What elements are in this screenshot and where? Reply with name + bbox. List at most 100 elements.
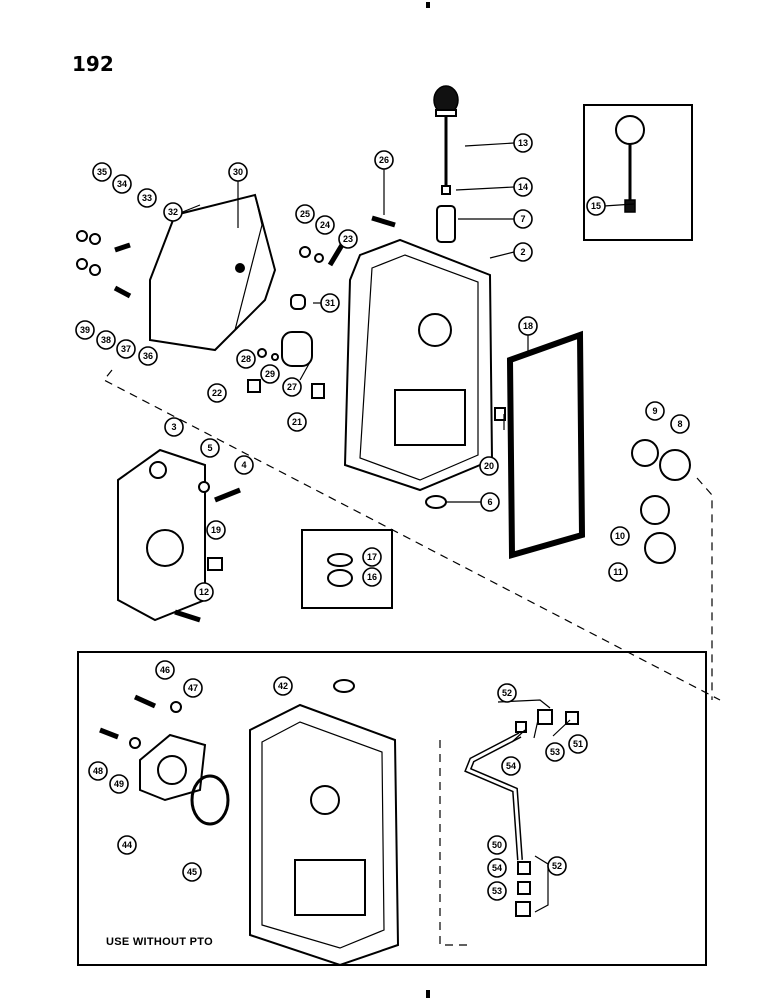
svg-text:50: 50: [492, 840, 502, 850]
bottom-mark: [426, 990, 430, 998]
callout-7: 7: [513, 209, 533, 229]
inset-caption: USE WITHOUT PTO: [106, 936, 213, 948]
svg-text:38: 38: [101, 335, 111, 345]
callout-51: 51: [568, 734, 588, 754]
svg-text:45: 45: [187, 867, 197, 877]
svg-text:5: 5: [207, 443, 212, 453]
callout-23: 23: [338, 229, 358, 249]
svg-text:49: 49: [114, 779, 124, 789]
bearing-housing-part: [117, 448, 206, 622]
callout-12: 12: [194, 582, 214, 602]
assembly-line-main: [103, 369, 721, 701]
inset-box-dipstick: [583, 104, 693, 241]
callout-50: 50: [487, 835, 507, 855]
callout-31: 31: [320, 293, 340, 313]
callout-38: 38: [96, 330, 116, 350]
page-number: 192: [72, 52, 114, 76]
callout-5: 5: [200, 438, 220, 458]
callout-27: 27: [282, 377, 302, 397]
svg-text:29: 29: [265, 369, 275, 379]
svg-text:19: 19: [211, 525, 221, 535]
svg-text:52: 52: [502, 688, 512, 698]
svg-text:15: 15: [591, 201, 601, 211]
svg-text:48: 48: [93, 766, 103, 776]
callout-26: 26: [374, 150, 394, 170]
assembly-line-inset: [439, 740, 470, 946]
callout-36: 36: [138, 346, 158, 366]
svg-text:4: 4: [241, 460, 246, 470]
svg-text:12: 12: [199, 587, 209, 597]
svg-text:6: 6: [487, 497, 492, 507]
callout-35: 35: [92, 162, 112, 182]
callout-4: 4: [234, 455, 254, 475]
inset-box-seal: [301, 529, 393, 609]
callout-44: 44: [117, 835, 137, 855]
callout-48: 48: [88, 761, 108, 781]
svg-text:53: 53: [492, 886, 502, 896]
svg-text:13: 13: [518, 138, 528, 148]
svg-text:21: 21: [292, 417, 302, 427]
svg-text:54: 54: [492, 863, 502, 873]
callout-17: 17: [362, 547, 382, 567]
callout-45: 45: [182, 862, 202, 882]
svg-text:20: 20: [484, 461, 494, 471]
callout-29: 29: [260, 364, 280, 384]
svg-text:17: 17: [367, 552, 377, 562]
callout-52-bottom: 52: [547, 856, 567, 876]
svg-text:14: 14: [518, 182, 528, 192]
svg-text:22: 22: [212, 388, 222, 398]
assembly-line-right: [696, 477, 713, 700]
leader-lines: [237, 142, 635, 743]
svg-text:8: 8: [677, 419, 682, 429]
callout-22: 22: [207, 383, 227, 403]
svg-text:7: 7: [520, 214, 525, 224]
small-parts: [76, 215, 691, 623]
svg-text:42: 42: [278, 681, 288, 691]
main-housing-part: [343, 238, 494, 492]
svg-text:16: 16: [367, 572, 377, 582]
svg-text:11: 11: [613, 567, 623, 577]
callout-8: 8: [670, 414, 690, 434]
callout-11: 11: [608, 562, 628, 582]
callout-49: 49: [109, 774, 129, 794]
svg-text:25: 25: [300, 209, 310, 219]
svg-text:10: 10: [615, 531, 625, 541]
callout-53-top: 53: [545, 742, 565, 762]
svg-text:18: 18: [523, 321, 533, 331]
callout-32: 32: [163, 202, 183, 222]
callout-25: 25: [295, 204, 315, 224]
svg-text:51: 51: [573, 739, 583, 749]
callout-28: 28: [236, 349, 256, 369]
gasket-part: [506, 330, 586, 559]
svg-text:54: 54: [506, 761, 516, 771]
svg-text:28: 28: [241, 354, 251, 364]
svg-text:27: 27: [287, 382, 297, 392]
svg-text:37: 37: [121, 344, 131, 354]
svg-text:46: 46: [160, 665, 170, 675]
callout-20: 20: [479, 456, 499, 476]
callout-54-top: 54: [501, 756, 521, 776]
svg-text:35: 35: [97, 167, 107, 177]
callout-52-top: 52: [497, 683, 517, 703]
callout-15: 15: [586, 196, 606, 216]
callout-2: 2: [513, 242, 533, 262]
callout-24: 24: [315, 215, 335, 235]
shield-part: [149, 193, 277, 352]
callout-39: 39: [75, 320, 95, 340]
svg-text:39: 39: [80, 325, 90, 335]
callout-53-bottom: 53: [487, 881, 507, 901]
svg-text:30: 30: [233, 167, 243, 177]
callout-13: 13: [513, 133, 533, 153]
top-mark: [426, 2, 430, 8]
svg-text:31: 31: [325, 298, 335, 308]
callout-10: 10: [610, 526, 630, 546]
callout-46: 46: [155, 660, 175, 680]
callout-37: 37: [116, 339, 136, 359]
callout-18: 18: [518, 316, 538, 336]
callout-19: 19: [206, 520, 226, 540]
svg-text:2: 2: [520, 247, 525, 257]
svg-text:47: 47: [188, 683, 198, 693]
svg-text:34: 34: [117, 179, 127, 189]
